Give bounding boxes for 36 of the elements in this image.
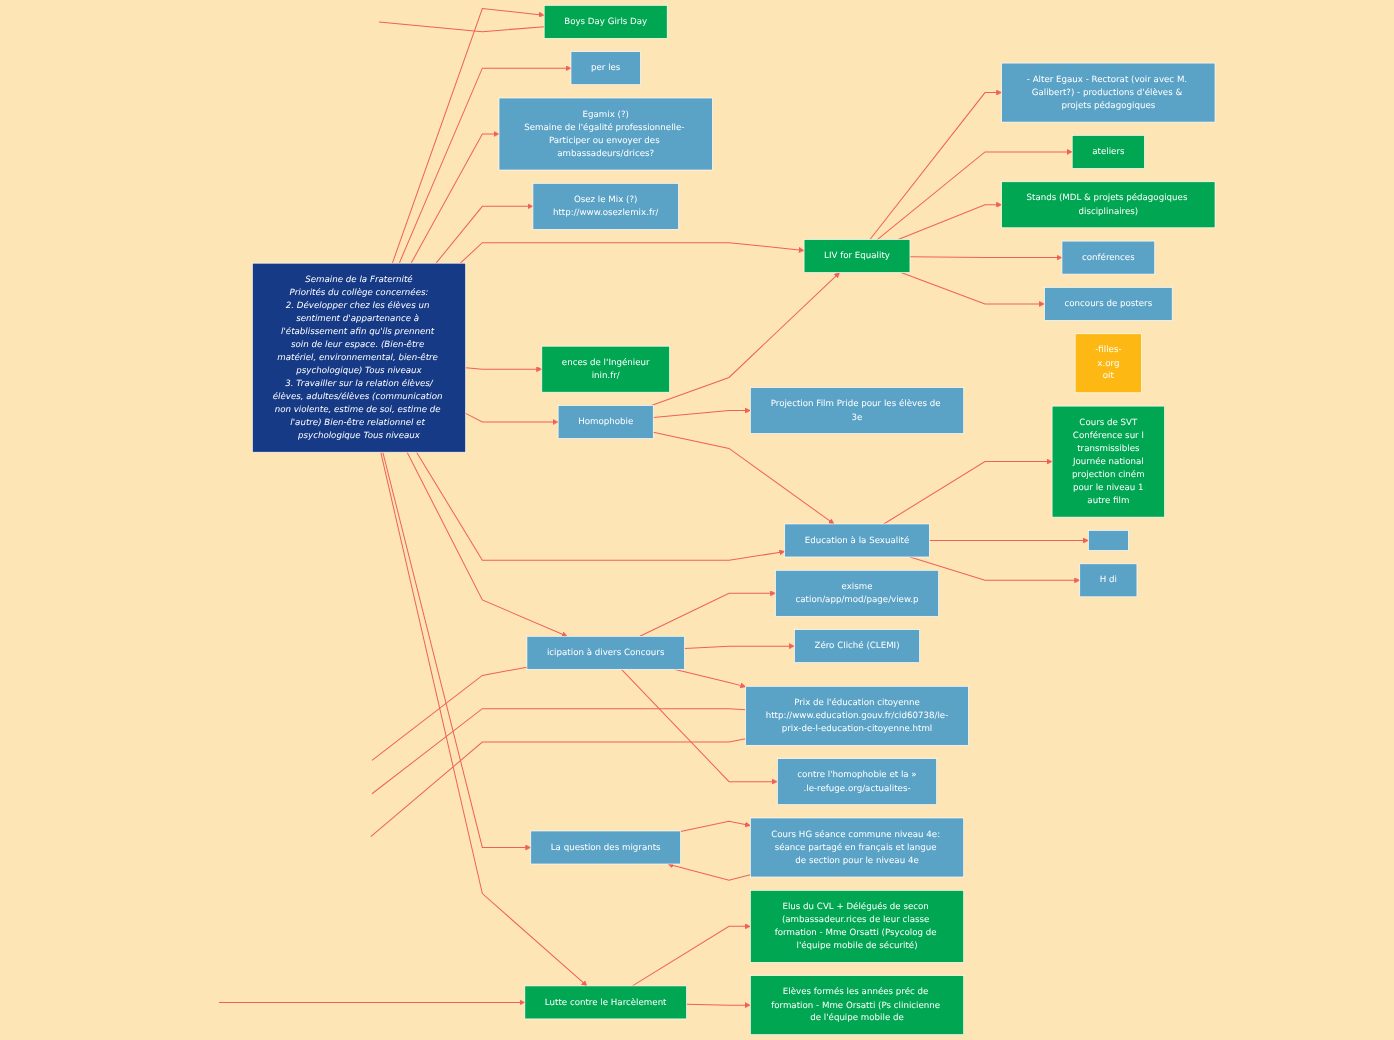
arrow bbox=[652, 431, 835, 525]
arrow bbox=[410, 131, 500, 264]
arrow bbox=[639, 590, 776, 637]
arrow bbox=[652, 407, 751, 419]
node-box bbox=[1088, 530, 1129, 551]
arrow bbox=[680, 820, 751, 833]
connector bbox=[378, 21, 545, 33]
arrow bbox=[631, 923, 751, 987]
arrow bbox=[380, 451, 588, 987]
arrow bbox=[909, 254, 1063, 261]
arrow bbox=[621, 668, 778, 785]
arrow bbox=[686, 1002, 751, 1009]
arrow bbox=[650, 272, 840, 407]
arrow bbox=[673, 668, 746, 689]
arrow bbox=[398, 65, 572, 264]
arrow bbox=[416, 451, 785, 561]
arrow bbox=[909, 556, 1080, 584]
arrow bbox=[459, 242, 805, 264]
arrow bbox=[218, 999, 526, 1006]
arrow bbox=[382, 451, 532, 851]
arrow bbox=[883, 458, 1053, 525]
arrow bbox=[900, 272, 1045, 307]
arrow bbox=[465, 412, 559, 425]
arrow bbox=[465, 366, 543, 373]
connector bbox=[371, 708, 747, 795]
arrow bbox=[869, 89, 1002, 240]
arrow bbox=[391, 8, 545, 264]
arrow bbox=[667, 862, 751, 881]
arrow bbox=[683, 643, 795, 650]
connector bbox=[371, 666, 528, 761]
arrow bbox=[928, 537, 1089, 544]
arrow bbox=[435, 203, 534, 264]
arrow bbox=[876, 149, 1073, 240]
arrow bbox=[897, 201, 1002, 240]
connector bbox=[370, 738, 747, 838]
arrow bbox=[406, 451, 568, 637]
